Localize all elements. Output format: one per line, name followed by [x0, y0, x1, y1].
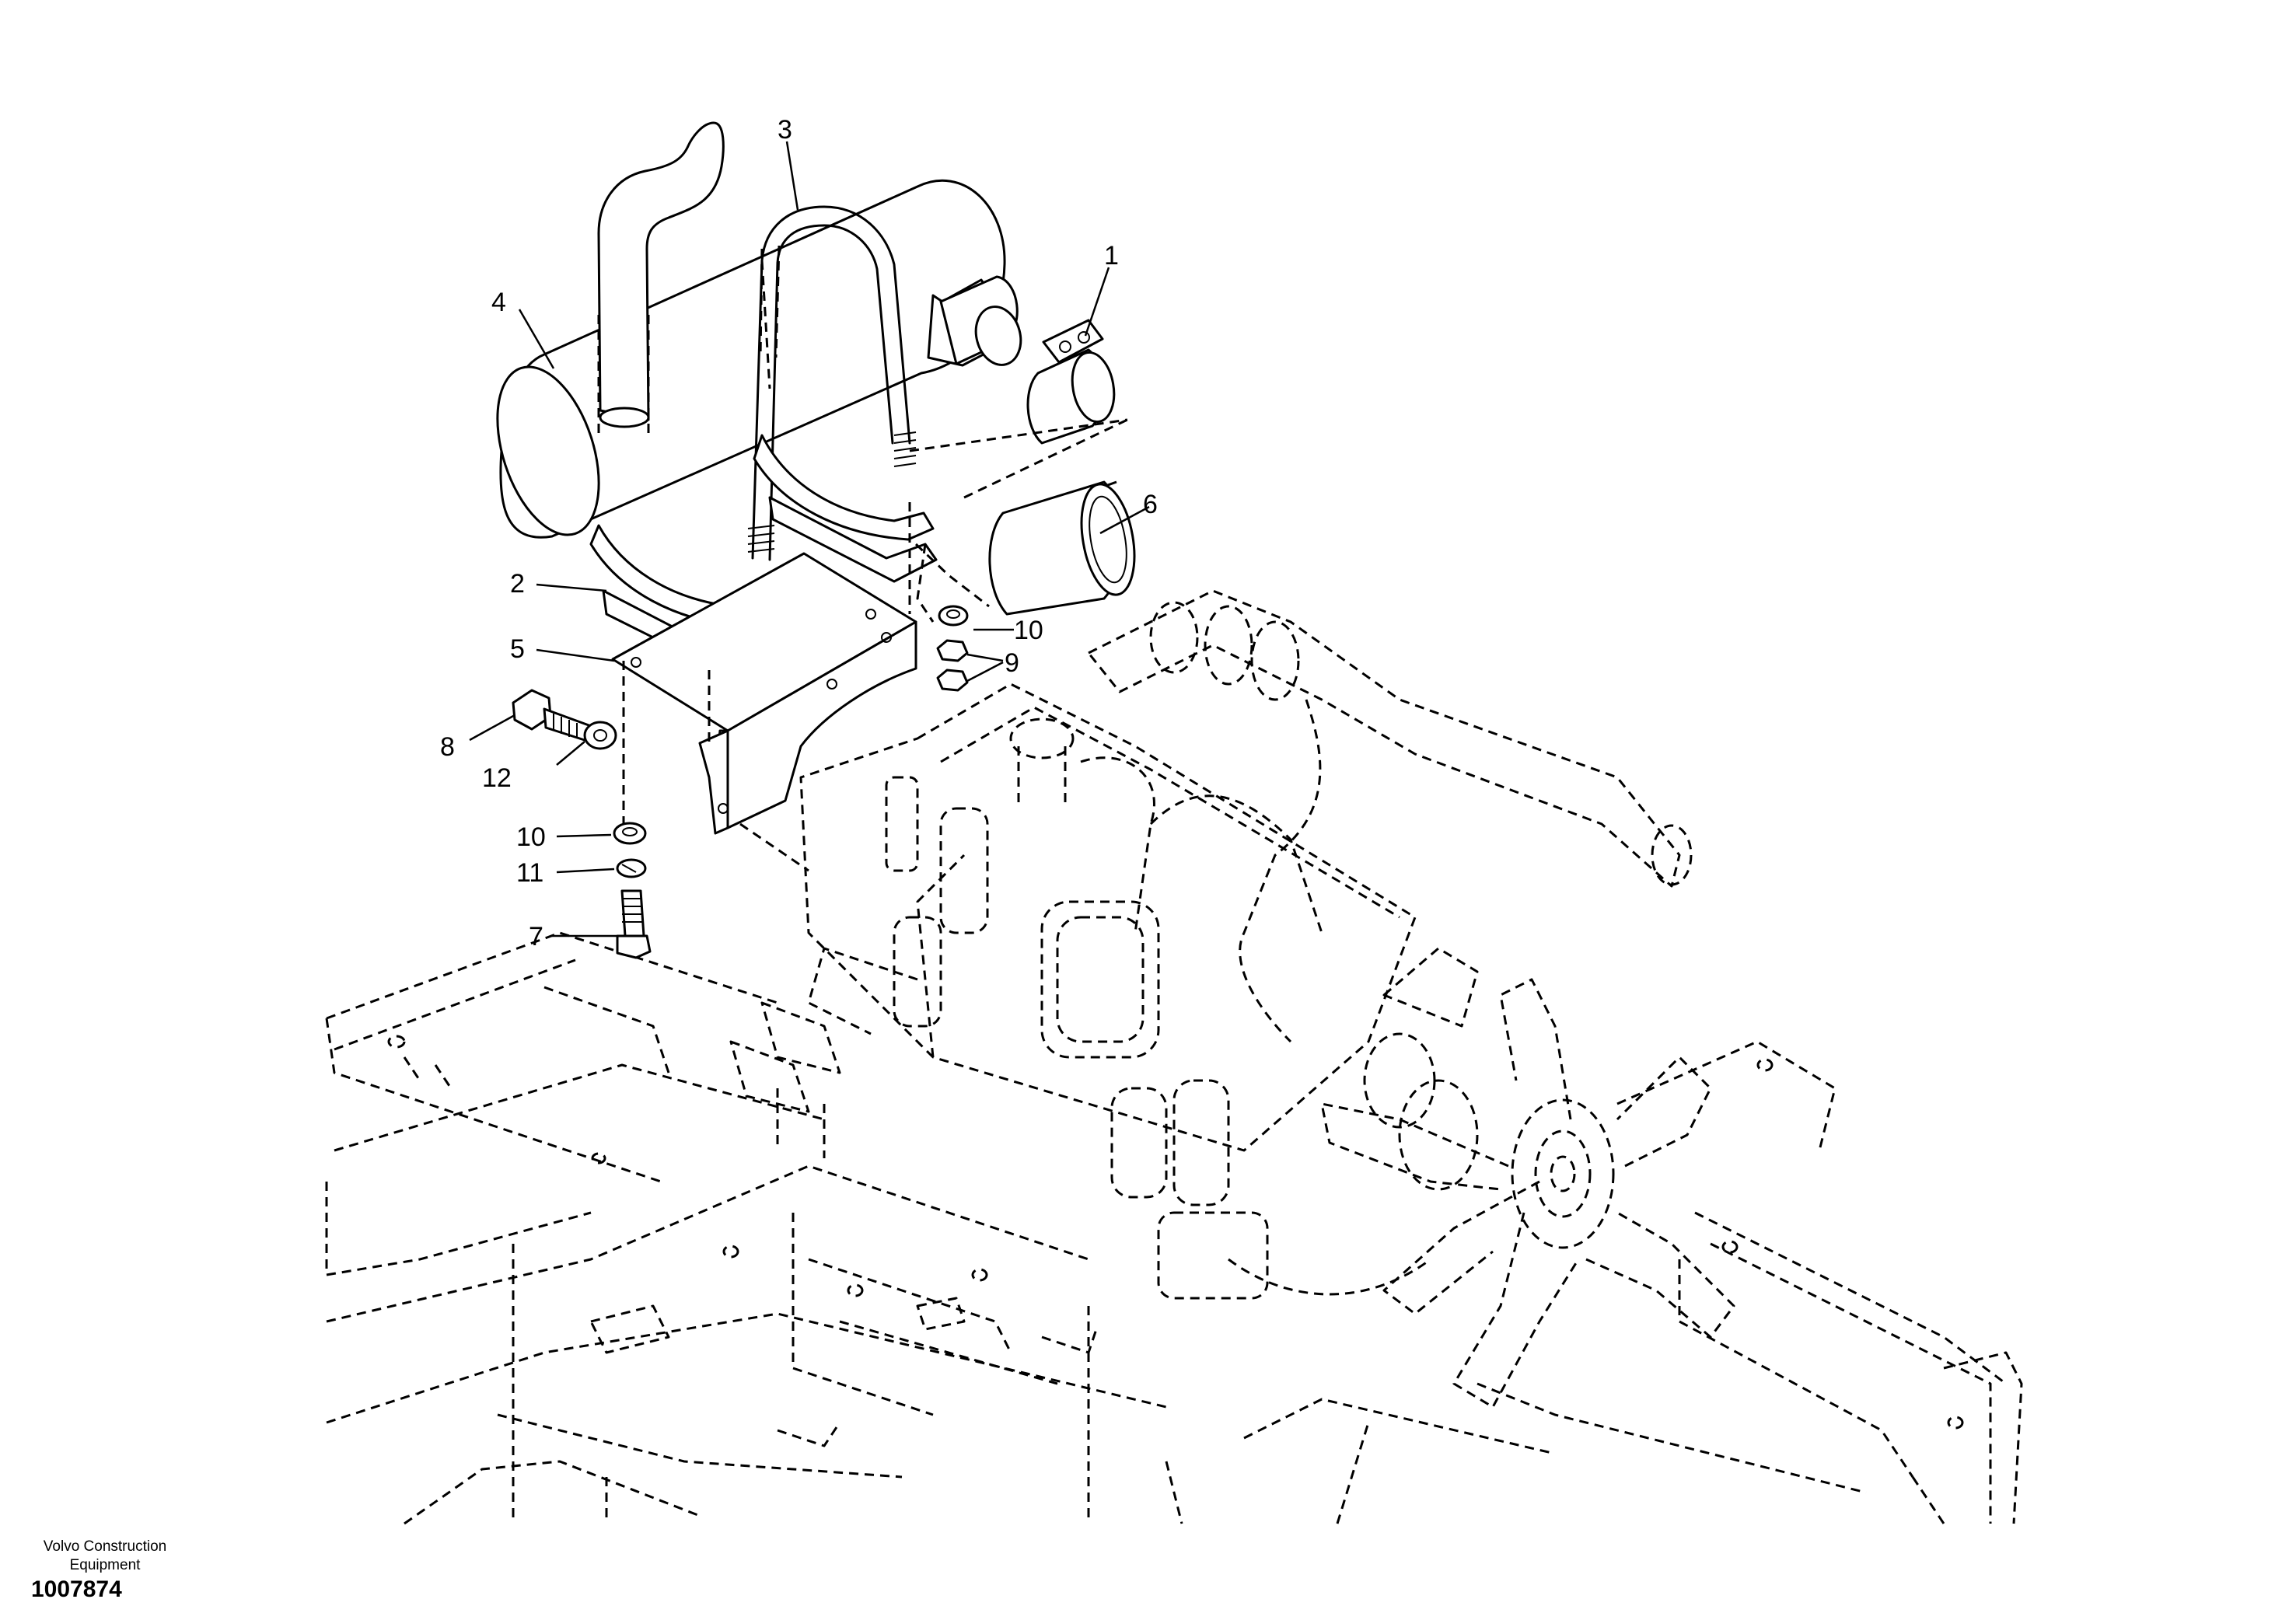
callout-8: 8	[440, 732, 455, 762]
callout-1: 1	[1104, 241, 1119, 271]
manufacturer-line-1: Volvo Construction	[43, 1538, 167, 1555]
manufacturer-line-2: Equipment	[69, 1557, 141, 1573]
callout-11: 11	[516, 858, 543, 888]
washer-10-right	[938, 605, 969, 627]
callout-12: 12	[482, 763, 512, 793]
callout-5: 5	[510, 634, 525, 664]
engine-and-frame-background	[325, 589, 2023, 1525]
callout-2: 2	[510, 569, 525, 599]
leader-lines	[469, 141, 1150, 937]
mounting-bracket	[611, 552, 917, 732]
muffler-assembly	[496, 121, 1128, 872]
callout-9: 9	[1005, 648, 1019, 678]
callout-4: 4	[491, 288, 506, 317]
tail-pipe-opening	[599, 407, 650, 428]
inlet-pipe-mouth	[974, 305, 1022, 366]
muffler-tail-pipe	[597, 121, 725, 421]
callout-6: 6	[1143, 490, 1158, 519]
lock-washer-11	[616, 858, 647, 878]
manufacturer-caption: Volvo Construction Equipment	[16, 1538, 194, 1575]
callout-10-lower: 10	[516, 822, 546, 852]
washer-10-lower	[613, 822, 647, 845]
callout-3: 3	[778, 115, 792, 145]
callouts: 3 1 4 6 2 5 8 12 10 9 10 11 7	[440, 115, 1158, 951]
muffler-end-cap	[496, 365, 600, 536]
callout-7: 7	[529, 922, 543, 951]
callout-10-right: 10	[1014, 616, 1043, 645]
nut-9-lower	[936, 669, 969, 692]
hardware	[512, 605, 969, 959]
exhaust-pipe	[988, 480, 1136, 616]
u-bolt	[751, 205, 911, 560]
bolt-7	[616, 889, 652, 959]
figure-number: 1007874	[31, 1576, 122, 1602]
muffler-strap-rear	[753, 434, 935, 541]
nut-9-upper	[936, 639, 969, 662]
washer-12	[583, 721, 617, 750]
mounting-bracket-side	[714, 620, 917, 829]
strap-rear-plate	[768, 496, 938, 583]
bolt-8	[512, 689, 592, 743]
